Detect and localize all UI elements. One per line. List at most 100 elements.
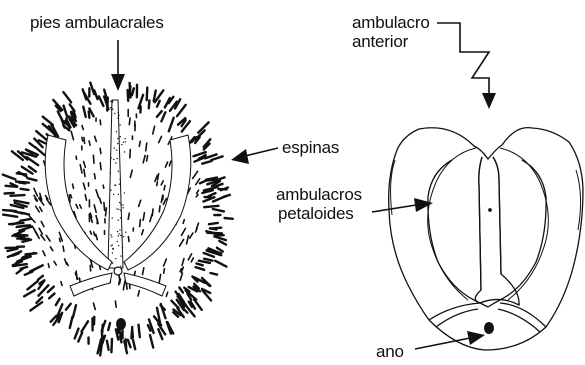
tube-foot [155,176,157,182]
band-dot [110,190,111,191]
tube-foot [90,231,91,234]
tube-foot [164,259,167,266]
spine [133,340,135,349]
spine [131,327,132,338]
spine [21,219,31,221]
tube-foot [183,220,184,224]
spine [120,336,122,342]
band-dot [120,136,121,137]
spine [161,112,165,121]
spine [214,236,226,240]
tube-foot [76,204,78,208]
band-dot [114,185,115,186]
band-dot [121,144,122,145]
spine [207,233,222,234]
apical-disc [114,267,122,275]
band-dot [112,109,113,110]
tube-foot [158,174,159,180]
spine [90,83,94,94]
arrow-espinas [245,148,278,156]
tube-foot [143,156,145,163]
tube-foot [94,232,95,236]
band-dot [124,151,125,152]
tube-foot [146,143,147,151]
spine [218,177,224,179]
spine [196,267,205,270]
spine [73,305,76,317]
label-pies-ambulacrales: pies ambulacrales [30,14,164,31]
band-dot [117,241,118,242]
tube-foot [71,131,73,139]
spine [83,89,87,99]
band-dot [118,171,119,172]
tube-foot [159,206,160,212]
spine [204,259,212,261]
anus-right [484,322,494,334]
arrow-petaloides [372,205,416,212]
spine [169,118,174,132]
tube-foot [182,259,184,266]
band-dot [114,113,115,114]
tube-foot [188,254,191,260]
spine [204,187,218,190]
band-dot [125,232,126,233]
tube-foot [85,195,86,201]
band-dot [123,142,124,143]
band-dot [118,235,119,236]
spine [66,304,71,310]
tube-foot [59,239,60,242]
spine [9,223,23,224]
tube-foot [43,251,45,256]
spine [82,321,89,331]
tube-foot [84,169,85,176]
spine [111,339,112,352]
spine [89,111,90,117]
spine [129,86,130,97]
tube-foot [142,230,144,235]
spine [161,304,166,318]
spine [15,234,28,235]
band-dot [120,217,121,218]
band-dot [112,217,113,218]
tube-foot [168,142,169,145]
spine [209,193,216,196]
tube-foot [41,235,45,240]
spine [199,261,210,263]
band-dot [125,138,126,139]
spine [36,131,47,140]
spine [139,325,140,338]
tube-foot [46,235,50,241]
spine [6,186,17,187]
spine [177,105,186,116]
spine [157,111,162,117]
band-dot [117,138,118,139]
tube-foot [54,261,56,265]
spine [3,210,16,211]
spine [49,294,54,299]
tube-foot [95,136,97,141]
label-ano: ano [376,343,404,360]
spine [70,317,73,328]
tube-foot [35,232,39,239]
tube-foot [96,190,99,198]
band-dot [110,172,111,173]
tube-foot [115,301,116,307]
tube-foot [138,291,139,296]
spine [202,161,211,164]
spine [17,225,30,227]
tube-foot [82,137,83,141]
tube-foot [159,137,162,143]
band-dot [118,194,119,195]
tube-foot [197,190,199,193]
tube-foot [82,126,83,130]
spine [107,98,108,111]
spine [75,329,79,339]
band-dot [112,262,113,263]
arrow-ambulacro-zigzag [437,23,489,96]
band-dot [118,245,119,246]
spine [128,90,129,101]
tube-foot [39,228,42,234]
tube-foot [100,120,101,125]
band-dot [120,210,121,211]
